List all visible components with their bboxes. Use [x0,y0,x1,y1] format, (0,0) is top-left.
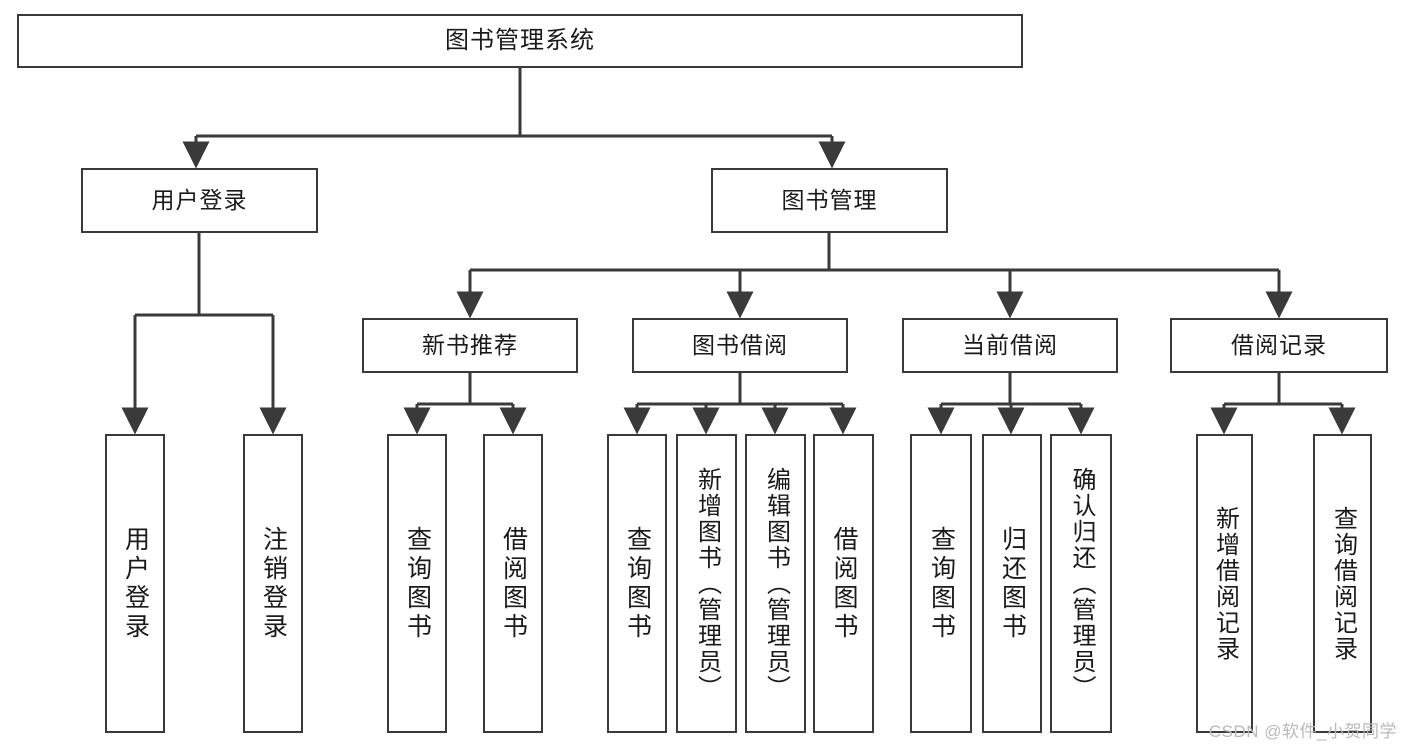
node-leaf-borrow-book-1[interactable]: 借阅图书 [483,434,543,733]
node-book-borrow-label: 图书借阅 [692,332,788,359]
node-leaf-query-book-2[interactable]: 查询图书 [607,434,667,733]
node-leaf-borrow-book-1-label: 借阅图书 [499,525,528,642]
node-leaf-add-record-label: 新增借阅记录 [1211,505,1239,662]
node-leaf-query-book-3[interactable]: 查询图书 [910,434,972,733]
node-leaf-add-book-label: 新增图书（管理员） [693,466,721,701]
node-leaf-user-login-label: 用户登录 [121,525,150,642]
node-leaf-edit-book-label: 编辑图书（管理员） [762,466,790,701]
node-leaf-confirm-return[interactable]: 确认归还（管理员） [1050,434,1112,733]
node-leaf-confirm-return-label: 确认归还（管理员） [1068,466,1095,701]
node-leaf-query-record[interactable]: 查询借阅记录 [1313,434,1372,733]
node-leaf-add-record[interactable]: 新增借阅记录 [1196,434,1253,733]
node-leaf-logout-login-label: 注销登录 [259,525,288,642]
node-leaf-query-book-2-label: 查询图书 [623,525,652,642]
node-leaf-query-book-3-label: 查询图书 [927,525,956,642]
node-leaf-borrow-book-2[interactable]: 借阅图书 [813,434,874,733]
node-user-login[interactable]: 用户登录 [81,168,318,233]
node-book-manage-label: 图书管理 [781,187,878,214]
node-root[interactable]: 图书管理系统 [17,14,1023,68]
node-book-manage[interactable]: 图书管理 [711,168,948,233]
node-user-login-label: 用户登录 [151,187,248,214]
node-leaf-user-login[interactable]: 用户登录 [105,434,165,733]
node-leaf-query-book-1-label: 查询图书 [403,525,432,642]
node-leaf-borrow-book-2-label: 借阅图书 [830,525,858,642]
node-leaf-query-book-1[interactable]: 查询图书 [387,434,447,733]
node-new-book-rec-label: 新书推荐 [422,332,518,359]
node-leaf-query-record-label: 查询借阅记录 [1329,505,1357,662]
node-leaf-add-book[interactable]: 新增图书（管理员） [676,434,737,733]
node-borrow-record[interactable]: 借阅记录 [1170,318,1388,373]
node-book-borrow[interactable]: 图书借阅 [632,318,848,373]
node-current-borrow-label: 当前借阅 [962,332,1058,359]
node-borrow-record-label: 借阅记录 [1231,332,1327,359]
node-new-book-rec[interactable]: 新书推荐 [362,318,578,373]
node-leaf-return-book-label: 归还图书 [998,525,1027,642]
node-current-borrow[interactable]: 当前借阅 [902,318,1118,373]
csdn-watermark: CSDN @软件_小贺同学 [1208,722,1397,741]
node-leaf-return-book[interactable]: 归还图书 [982,434,1042,733]
node-root-label: 图书管理系统 [445,27,595,55]
node-leaf-logout-login[interactable]: 注销登录 [243,434,303,733]
node-leaf-edit-book[interactable]: 编辑图书（管理员） [745,434,806,733]
